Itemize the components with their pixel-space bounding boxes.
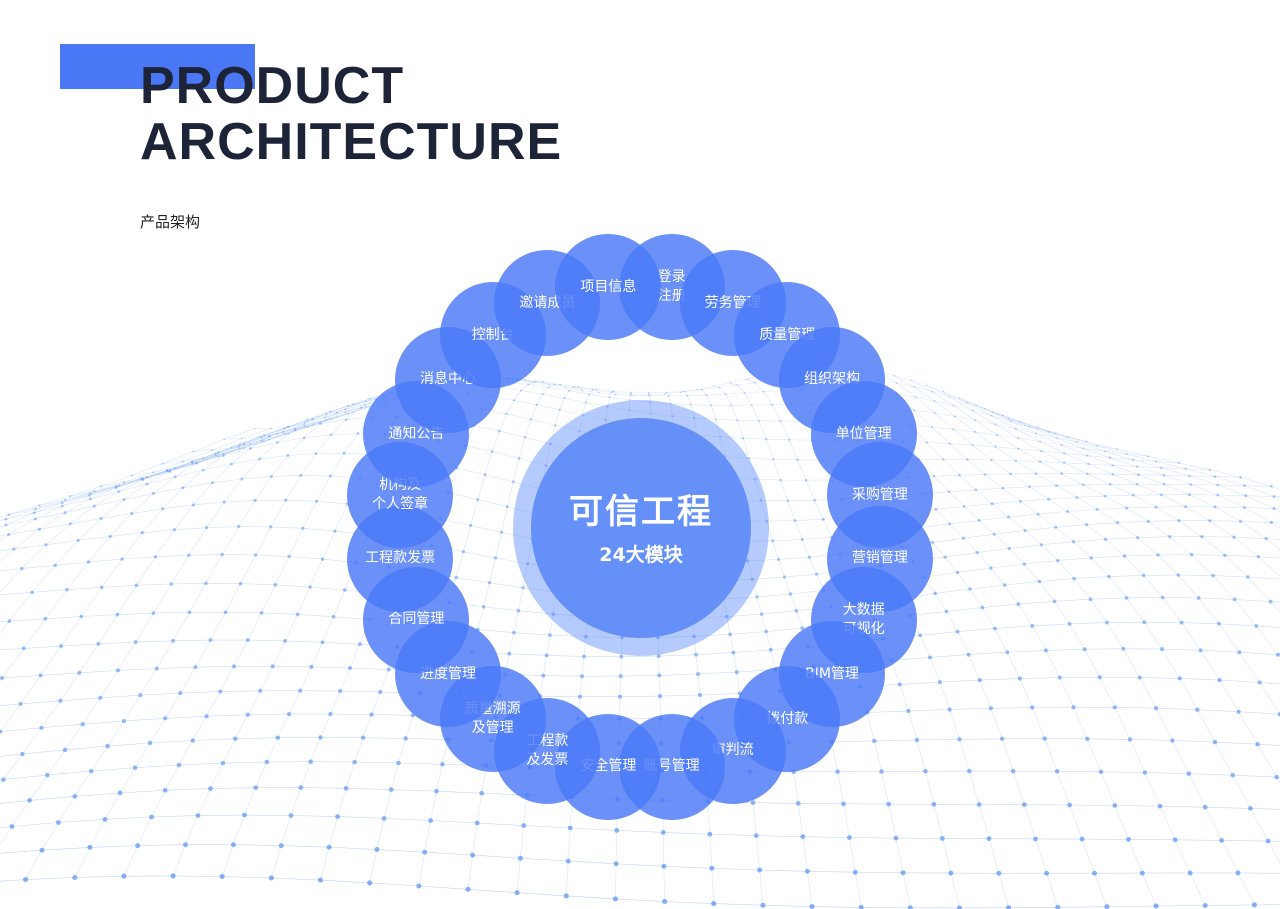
accent-bar — [60, 44, 255, 89]
title-line-2: ARCHITECTURE — [140, 113, 563, 171]
center-title: 可信工程 — [569, 491, 713, 532]
page-title: PRODUCT ARCHITECTURE — [140, 58, 562, 170]
center-subtitle: 24大模块 — [599, 543, 683, 566]
title-line-1: PRODUCT — [140, 57, 405, 115]
center-hub: 可信工程 24大模块 — [531, 418, 751, 638]
page-subtitle: 产品架构 — [140, 213, 201, 231]
module-project-info[interactable]: 项目信息 — [555, 234, 662, 341]
